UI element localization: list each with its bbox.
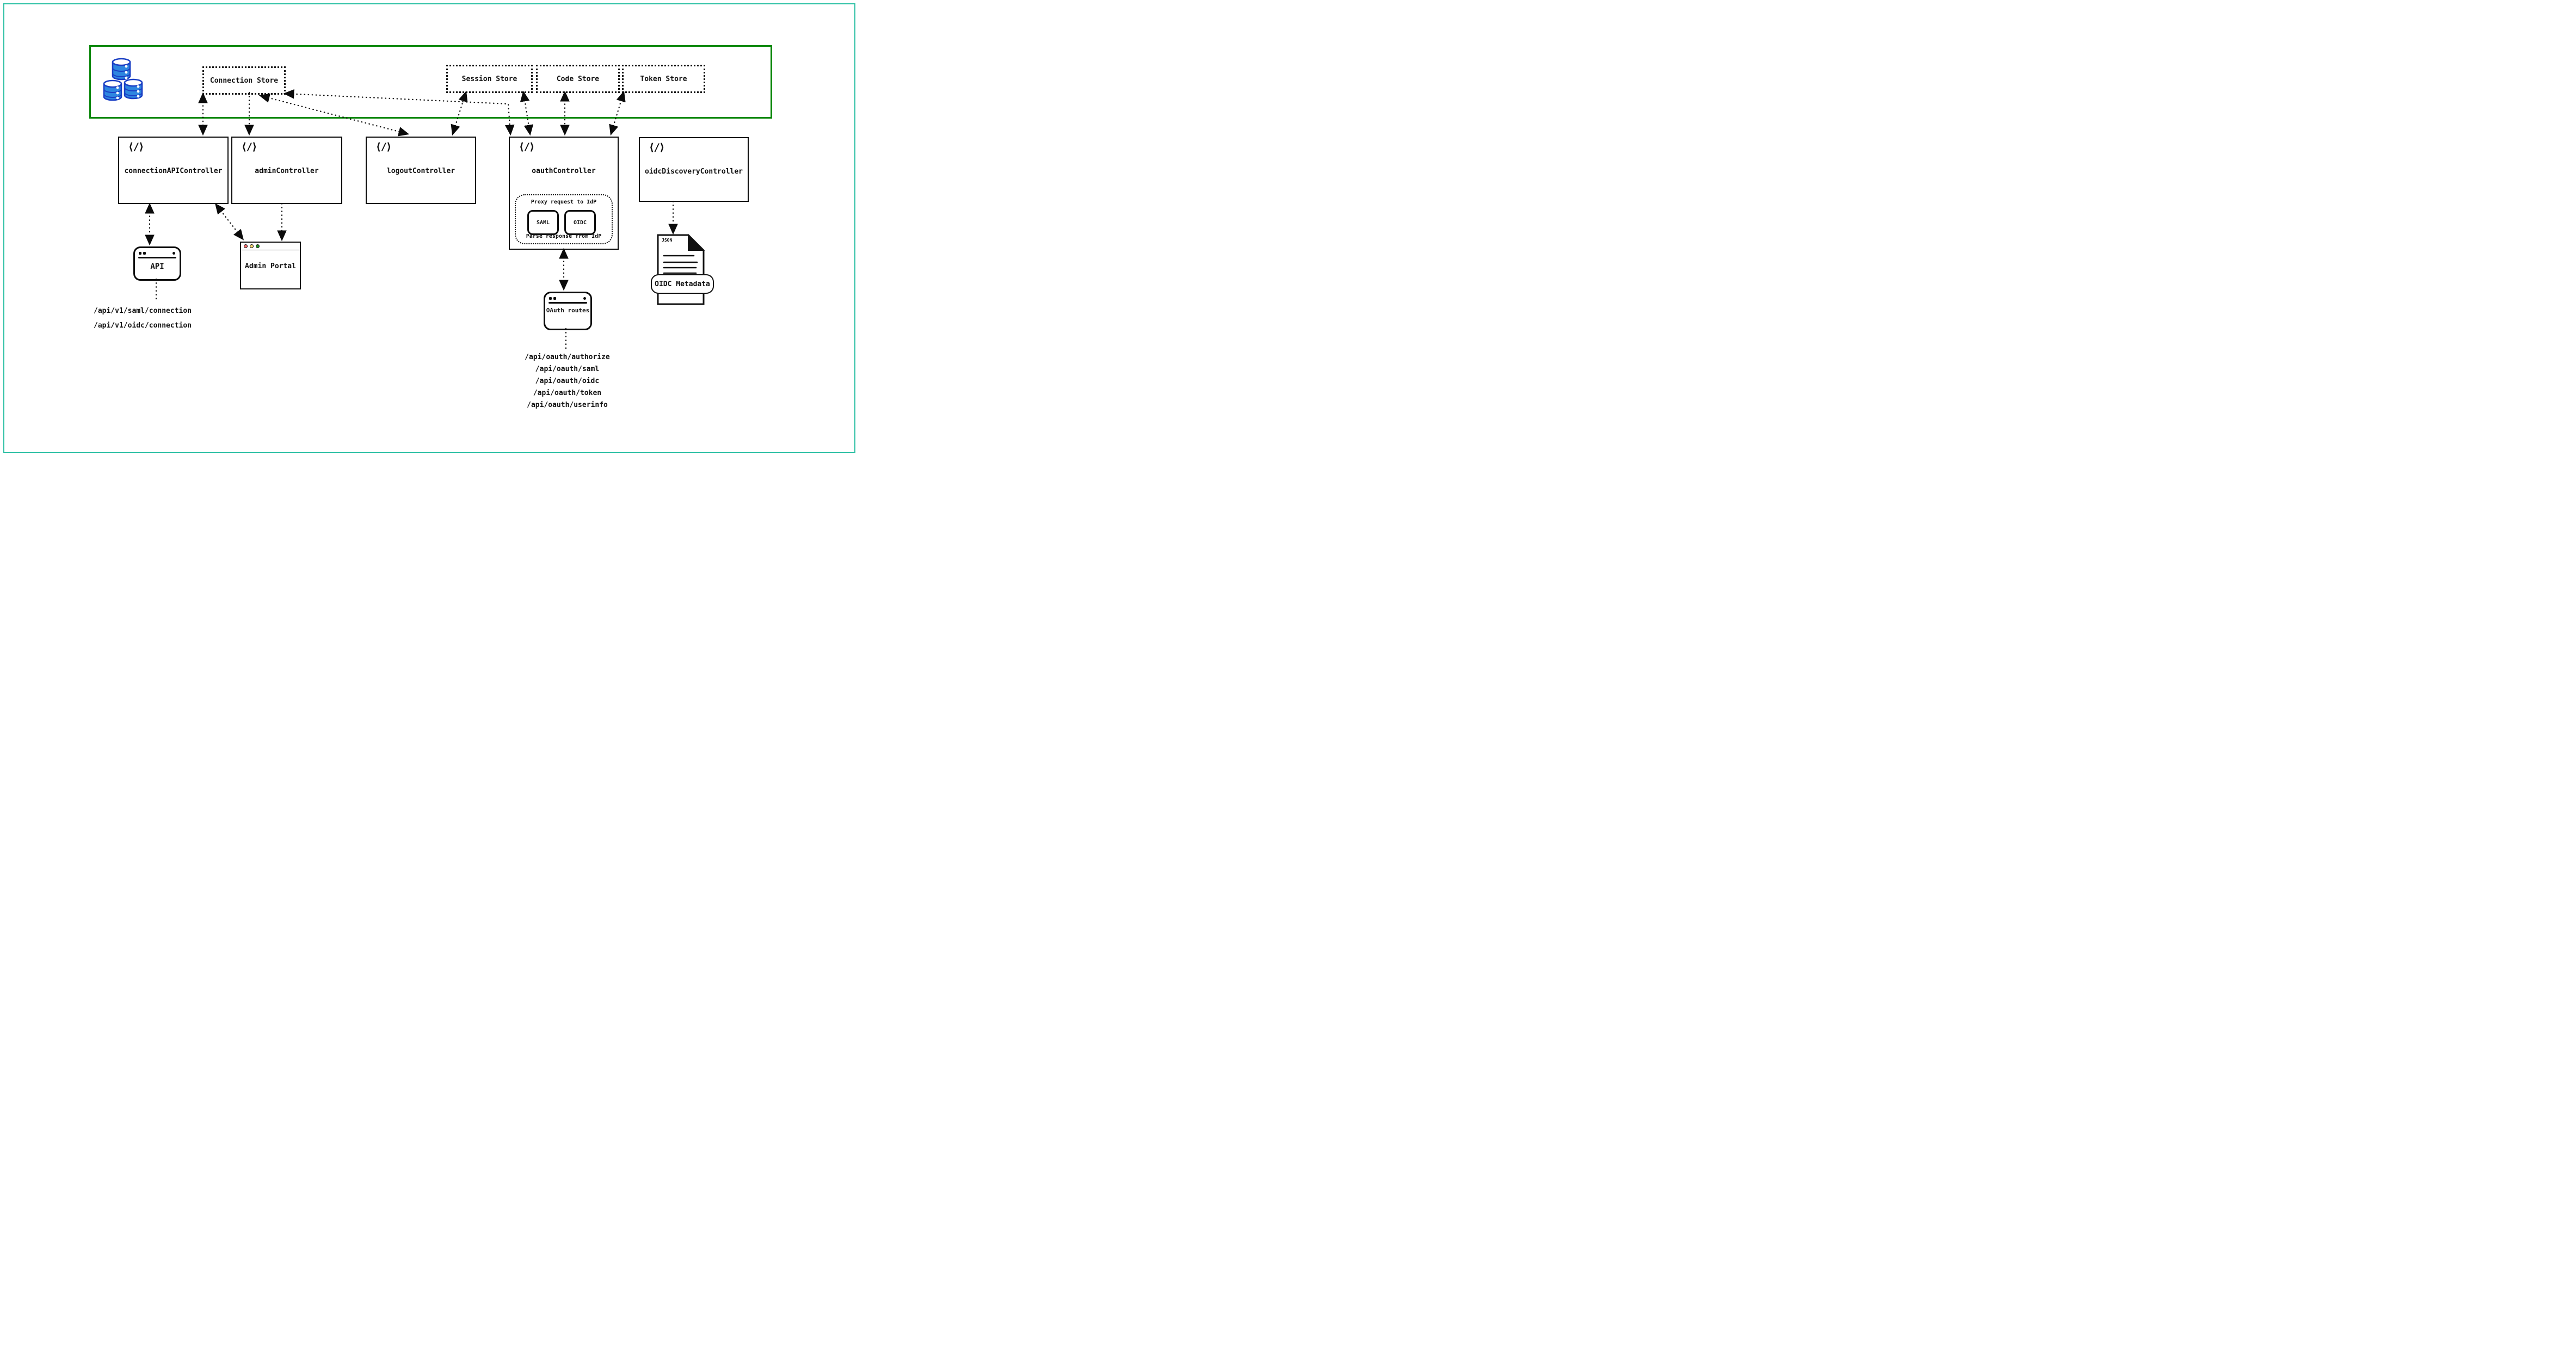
code-icon: ⟨/⟩ (128, 141, 144, 153)
logout-controller-box: ⟨/⟩ logoutController (366, 137, 476, 204)
code-store-box: Code Store (536, 65, 620, 93)
api-window-icon: API (133, 246, 181, 281)
oauth-controller-box: ⟨/⟩ oauthController Proxy request to IdP… (509, 137, 619, 250)
endpoint-path: /api/oauth/token (533, 389, 602, 397)
session-store-label: Session Store (461, 75, 517, 83)
endpoint-path: /api/oauth/oidc (535, 377, 600, 385)
architecture-diagram: Connection Store Session Store Code Stor… (0, 0, 859, 456)
traffic-light-yellow-icon (250, 244, 254, 248)
traffic-light-red-icon (244, 244, 248, 248)
oidc-metadata-label: OIDC Metadata (655, 280, 710, 288)
oauth-routes-window-icon: OAuth routes (544, 292, 592, 330)
window-square-icon (143, 252, 146, 255)
window-dot-icon (172, 252, 175, 255)
saml-chip: SAML (527, 210, 559, 235)
oauth-endpoints-list: /api/oauth/authorize /api/oauth/saml /ap… (517, 351, 618, 411)
window-bar-icon (138, 257, 176, 258)
oauth-controller-label: oauthController (532, 167, 596, 175)
code-store-label: Code Store (556, 75, 600, 83)
connection-api-controller-label: connectionAPIController (124, 167, 223, 175)
window-square-icon (139, 252, 141, 255)
endpoint-path: /api/v1/oidc/connection (94, 322, 192, 330)
window-titlebar (241, 243, 300, 250)
api-label: API (150, 262, 164, 271)
session-store-box: Session Store (446, 65, 533, 93)
admin-portal-label: Admin Portal (245, 262, 296, 270)
traffic-light-green-icon (256, 244, 260, 248)
token-store-box: Token Store (622, 65, 705, 93)
code-icon: ⟨/⟩ (375, 141, 392, 153)
code-icon: ⟨/⟩ (519, 141, 535, 153)
oauth-routes-label: OAuth routes (546, 307, 590, 314)
window-bar-icon (549, 302, 587, 304)
connection-api-controller-box: ⟨/⟩ connectionAPIController (118, 137, 229, 204)
endpoint-path: /api/oauth/userinfo (527, 401, 608, 409)
token-store-label: Token Store (640, 75, 687, 83)
admin-controller-box: ⟨/⟩ adminController (231, 137, 342, 204)
oidc-discovery-controller-box: ⟨/⟩ oidcDiscoveryController (639, 137, 749, 202)
logout-controller-label: logoutController (386, 167, 455, 175)
connection-store-box: Connection Store (202, 66, 286, 95)
connection-store-label: Connection Store (209, 76, 279, 85)
admin-portal-window: Admin Portal (240, 242, 301, 289)
window-square-icon (549, 297, 552, 300)
window-square-icon (553, 297, 556, 300)
page-border-frame (3, 3, 855, 453)
proxy-request-label: Proxy request to IdP (531, 199, 597, 205)
endpoint-path: /api/oauth/authorize (525, 353, 610, 361)
oidc-discovery-controller-label: oidcDiscoveryController (644, 168, 743, 176)
saml-label: SAML (536, 219, 550, 226)
parse-response-label: Parse response from IdP (526, 233, 602, 239)
endpoint-path: /api/v1/saml/connection (94, 307, 192, 315)
oidc-metadata-badge: OIDC Metadata (651, 274, 714, 294)
endpoint-path: /api/oauth/saml (535, 365, 600, 373)
json-tag-label: JSON (662, 238, 673, 243)
oidc-label: OIDC (573, 219, 587, 226)
code-icon: ⟨/⟩ (241, 141, 257, 153)
window-dot-icon (583, 297, 586, 300)
code-icon: ⟨/⟩ (649, 141, 665, 153)
connection-endpoints-list: /api/v1/saml/connection /api/v1/oidc/con… (94, 304, 192, 333)
idp-proxy-box: Proxy request to IdP SAML OIDC Parse res… (515, 194, 613, 244)
oidc-chip: OIDC (564, 210, 596, 235)
admin-controller-label: adminController (255, 167, 319, 175)
